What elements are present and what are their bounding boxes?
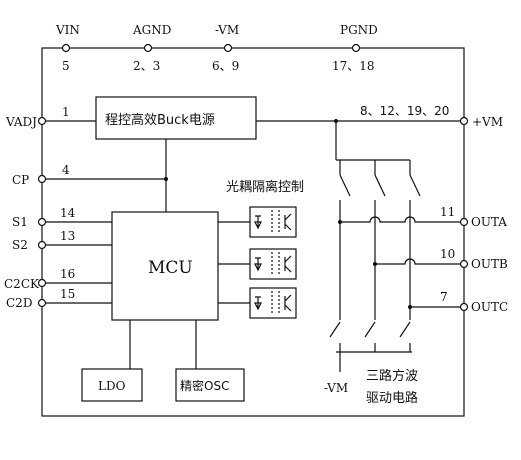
optocoupler-3 — [218, 287, 297, 319]
pin-terminal-s2 — [37, 240, 47, 250]
buck-label: 程控高效Buck电源 — [105, 112, 215, 128]
pin-number-s2: 13 — [60, 229, 75, 243]
osc-block — [175, 368, 245, 402]
pin-number-s1: 14 — [60, 206, 76, 220]
bridge-label-line2: 驱动电路 — [366, 390, 418, 406]
pin-terminal-outb — [459, 259, 469, 269]
pin-number-pgnd: 17、18 — [332, 59, 375, 73]
pin-terminal-outa — [459, 217, 469, 227]
pin-terminal-cp — [37, 174, 47, 184]
mcu-label: MCU — [148, 258, 193, 278]
junction-cp — [164, 177, 168, 181]
pin-number-c2ck: 16 — [60, 267, 75, 281]
bridge-label-line1: 三路方波 — [366, 368, 418, 384]
osc-label: 精密OSC — [180, 378, 229, 393]
junction-outc — [408, 305, 412, 309]
pin-terminal-s1 — [37, 217, 47, 227]
pin-name-c2ck: C2CK — [4, 277, 40, 291]
pin-terminal-vin — [61, 43, 71, 53]
pin-name-outc: OUTC — [471, 300, 508, 314]
ldo-label: LDO — [98, 379, 126, 393]
opto-label: 光耦隔离控制 — [226, 179, 304, 195]
ldo-block — [81, 368, 143, 402]
pin-number-cp: 4 — [62, 163, 70, 177]
top-pin-vin: VIN 5 — [55, 23, 80, 73]
pin-number-agnd: 2、3 — [133, 59, 160, 73]
pin-terminal-vadj — [37, 116, 47, 126]
pin-number-vadj: 1 — [62, 105, 70, 119]
mcu-block — [111, 211, 219, 321]
pin-name-vm: +VM — [472, 115, 503, 129]
pin-name-c2d: C2D — [6, 296, 32, 310]
pin-name-neg-vm: -VM — [215, 23, 239, 37]
pin-name-outb: OUTB — [471, 257, 508, 271]
top-pin-pgnd: PGND 17、18 — [332, 23, 378, 73]
pin-name-cp: CP — [12, 173, 29, 187]
pin-name-agnd: AGND — [132, 23, 171, 37]
optocoupler-2 — [218, 248, 297, 280]
junction-outb — [373, 262, 377, 266]
pin-number-vm: 8、12、19、20 — [360, 104, 449, 118]
pin-terminal-agnd — [143, 43, 153, 53]
wire-outa — [340, 216, 464, 223]
pin-terminal-vm — [459, 116, 469, 126]
pin-name-s2: S2 — [12, 238, 28, 252]
pin-terminal-outc — [459, 302, 469, 312]
pin-terminal-c2ck — [37, 278, 47, 288]
neg-vm-label: -VM — [324, 381, 348, 395]
pin-name-vadj: VADJ — [5, 115, 37, 129]
wire-outb — [375, 258, 464, 265]
pin-number-outb: 10 — [440, 247, 455, 261]
pin-name-s1: S1 — [12, 215, 28, 229]
pin-name-vin: VIN — [55, 23, 80, 37]
pin-number-outa: 11 — [440, 205, 455, 219]
pin-terminal-pgnd — [351, 43, 361, 53]
optocoupler-1 — [218, 206, 297, 238]
top-pin-neg-vm: -VM 6、9 — [212, 23, 239, 73]
pin-number-vin: 5 — [62, 59, 70, 73]
pin-terminal-c2d — [37, 298, 47, 308]
top-pin-agnd: AGND 2、3 — [132, 23, 171, 73]
buck-block — [95, 96, 257, 140]
bridge-circuit — [329, 121, 421, 372]
pin-number-neg-vm: 6、9 — [212, 59, 239, 73]
pin-name-outa: OUTA — [471, 215, 507, 229]
chip-outline — [41, 47, 465, 417]
junction-outa — [338, 220, 342, 224]
pin-number-outc: 7 — [440, 290, 448, 304]
pin-number-c2d: 15 — [60, 287, 75, 301]
pin-terminal-neg-vm — [223, 43, 233, 53]
pin-name-pgnd: PGND — [340, 23, 378, 37]
